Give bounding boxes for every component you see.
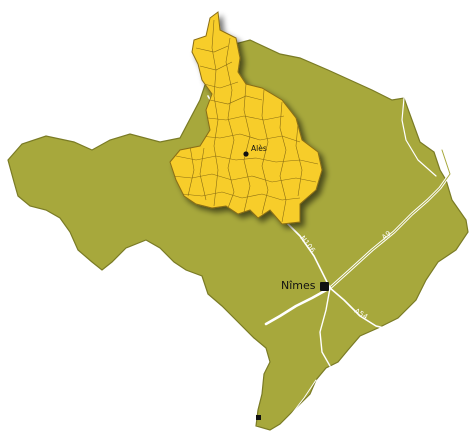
road-a9-edge bbox=[329, 149, 451, 289]
road-southwest bbox=[289, 379, 317, 417]
small-marker bbox=[256, 415, 261, 420]
city-ales[interactable]: Alès bbox=[243, 144, 267, 157]
city-nimes-label: Nîmes bbox=[281, 279, 316, 292]
city-ales-marker bbox=[243, 151, 249, 157]
road-west bbox=[264, 286, 332, 326]
city-ales-label: Alès bbox=[251, 144, 267, 153]
road-east bbox=[401, 97, 437, 177]
city-nimes[interactable]: Nîmes bbox=[281, 279, 329, 292]
road-south bbox=[319, 287, 331, 367]
road-a54 bbox=[329, 287, 393, 331]
commune-borders bbox=[171, 19, 319, 223]
city-nimes-marker bbox=[320, 282, 329, 291]
